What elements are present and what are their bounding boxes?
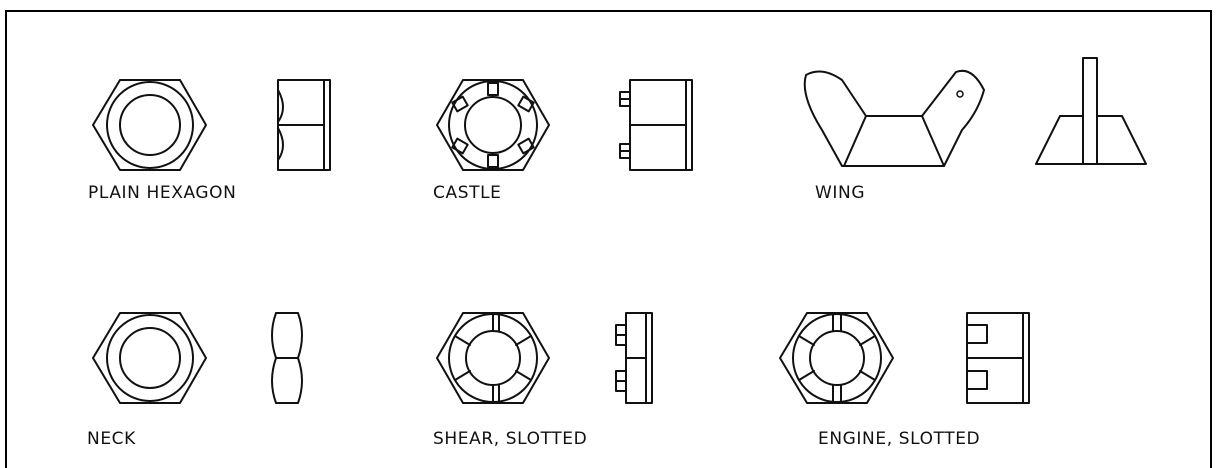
castle-nut-front-view — [436, 79, 550, 171]
wing-nut-side-view — [1035, 57, 1147, 165]
engine-slotted-label: ENGINE, SLOTTED — [818, 429, 981, 449]
shear-slotted-label: SHEAR, SLOTTED — [433, 429, 588, 449]
plain-hexagon-front-view — [92, 79, 207, 171]
wing-label: WING — [815, 183, 866, 203]
engine-slotted-nut-side-view — [966, 312, 1030, 404]
engine-slotted-nut-front-view — [779, 312, 894, 404]
shear-slotted-nut-side-view — [615, 312, 653, 404]
neck-nut-front-view — [92, 312, 207, 404]
figure-frame — [5, 10, 1212, 468]
neck-nut-side-view — [271, 312, 303, 404]
wing-nut-front-view — [803, 69, 985, 167]
castle-nut-side-view — [619, 79, 693, 171]
castle-label: CASTLE — [433, 183, 502, 203]
neck-label: NECK — [87, 429, 136, 449]
plain-hexagon-side-view — [277, 79, 331, 171]
shear-slotted-nut-front-view — [436, 312, 550, 404]
plain-hexagon-label: PLAIN HEXAGON — [88, 183, 237, 203]
